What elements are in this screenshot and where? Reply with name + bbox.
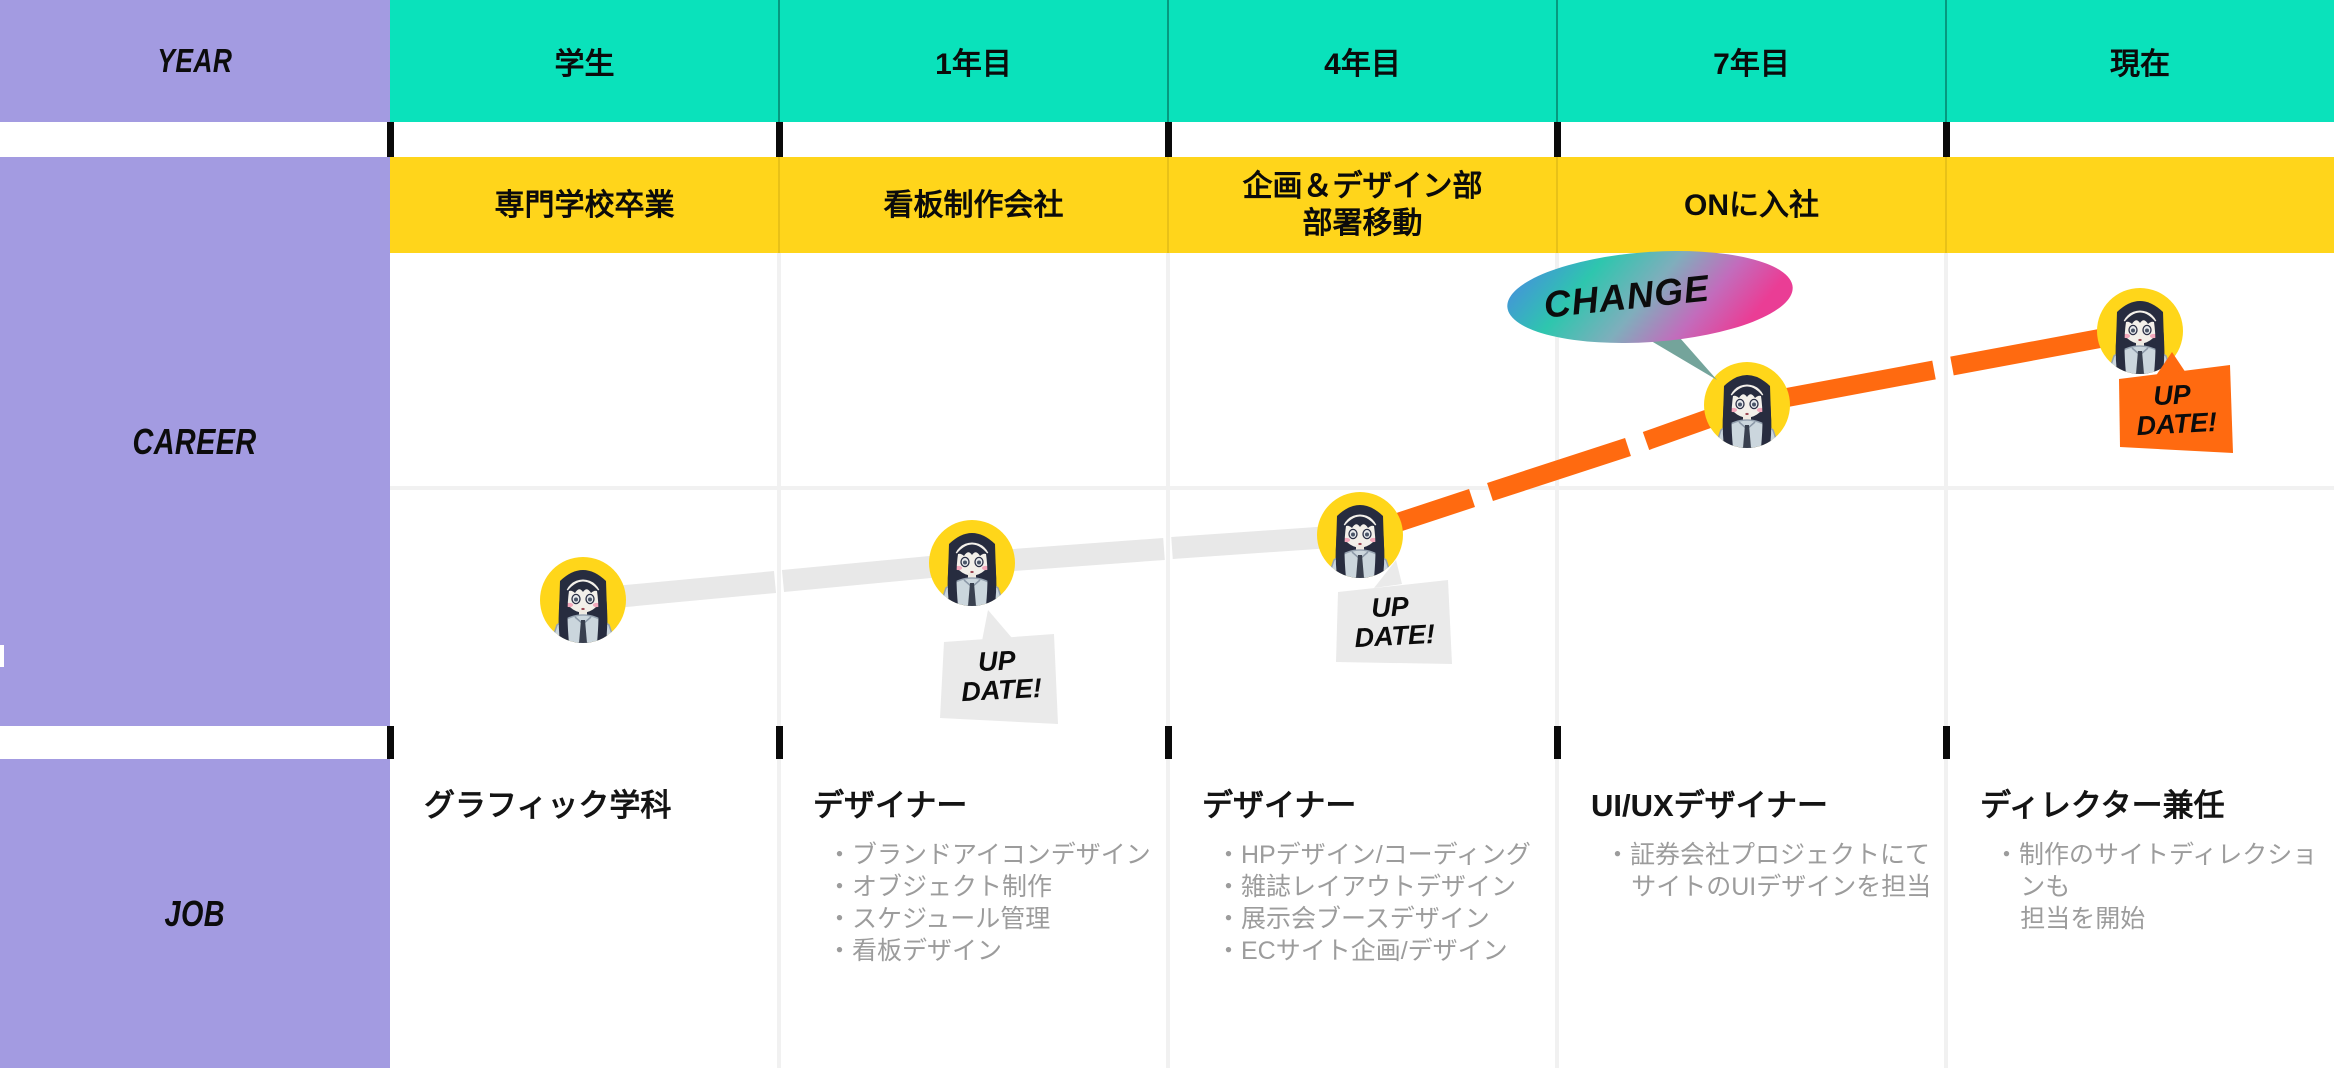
year-col-4: 4年目: [1168, 0, 1557, 122]
milestone-separator: [1556, 157, 1558, 253]
column-divider: [1944, 253, 1948, 726]
job-entry-now: ディレクター兼任 ・制作のサイトディレクションも 担当を開始: [1980, 780, 2330, 935]
year-col-student: 学生: [390, 0, 779, 122]
bubble-body: [1336, 580, 1452, 664]
gap-tick: [387, 122, 394, 157]
job-bullet-list: ・HPデザイン/コーディング ・雑誌レイアウトデザイン ・展示会ブースデザイン …: [1202, 839, 1552, 967]
milestone-signage-company-label: 看板制作会社: [883, 188, 1064, 222]
column-divider: [1166, 253, 1170, 726]
job-bullet: ・展示会ブースデザイン: [1216, 905, 1490, 933]
header-separator: [778, 0, 780, 122]
year-header-cell: YEAR: [0, 0, 390, 122]
column-divider: [1555, 759, 1559, 1068]
gap-tick: [387, 726, 394, 759]
job-bullet: ・看板デザイン: [827, 937, 1003, 965]
job-bullet: ・ECサイト企画/デザイン: [1216, 937, 1508, 965]
milestone-graduation-label: 専門学校卒業: [494, 188, 675, 222]
bubble-tail: [1636, 332, 1717, 380]
career-sidebar-cell: CAREER: [0, 157, 390, 726]
bubble-body: [2119, 365, 2233, 453]
update-text: UP DATE!: [2134, 378, 2217, 441]
gap-tick: [1165, 122, 1172, 157]
year-col-7-label: 7年目: [1713, 48, 1790, 81]
year-col-4-label: 4年目: [1324, 48, 1401, 81]
job-title: デザイナー: [813, 788, 968, 823]
milestone-separator: [1945, 157, 1947, 253]
header-separator: [1556, 0, 1558, 122]
change-bubble: CHANGE: [1507, 251, 1793, 380]
year-col-7: 7年目: [1557, 0, 1946, 122]
avatar-year1: [929, 520, 1015, 606]
bubble-body: [1507, 251, 1793, 343]
milestone-dept-transfer: 企画＆デザイン部 部署移動: [1168, 157, 1557, 253]
update-bubble-year1: UP DATE!: [940, 610, 1058, 724]
gap-tick: [1554, 726, 1561, 759]
job-bullet: ・制作のサイトディレクションも 担当を開始: [1994, 841, 2318, 933]
column-divider: [1555, 253, 1559, 726]
header-separator: [1945, 0, 1947, 122]
bubble-body: [940, 634, 1058, 724]
avatar-year4: [1317, 492, 1403, 578]
milestone-graduation: 専門学校卒業: [390, 157, 779, 253]
milestone-dept-transfer-label: 企画＆デザイン部 部署移動: [1242, 170, 1483, 240]
year-label: YEAR: [157, 42, 233, 79]
job-bullet: ・オブジェクト制作: [827, 873, 1053, 901]
job-label: JOB: [164, 892, 226, 934]
column-divider: [1166, 759, 1170, 1068]
year-col-now-label: 現在: [2110, 48, 2170, 81]
update-bubble-now: UP DATE!: [2119, 352, 2233, 453]
gap-tick: [1943, 726, 1950, 759]
bubble-tail: [2155, 352, 2186, 377]
milestone-join-on-label: ONに入社: [1684, 188, 1819, 222]
job-bullet: ・証券会社プロジェクトにて サイトのUIデザインを担当: [1605, 841, 1932, 901]
year-col-1: 1年目: [779, 0, 1168, 122]
year-col-1-label: 1年目: [935, 48, 1012, 81]
job-entry-year7: UI/UXデザイナー ・証券会社プロジェクトにて サイトのUIデザインを担当: [1591, 780, 1941, 903]
avatar-year7: [1704, 362, 1790, 448]
column-divider: [777, 253, 781, 726]
job-title: ディレクター兼任: [1980, 788, 2225, 823]
job-title: デザイナー: [1202, 788, 1357, 823]
milestone-signage-company: 看板制作会社: [779, 157, 1168, 253]
career-midline: [390, 486, 2334, 490]
milestone-separator: [1167, 157, 1169, 253]
job-title: グラフィック学科: [424, 788, 672, 823]
column-divider: [777, 759, 781, 1068]
job-bullet-list: ・ブランドアイコンデザイン ・オブジェクト制作 ・スケジュール管理 ・看板デザイ…: [813, 839, 1163, 967]
milestone-separator: [778, 157, 780, 253]
job-sidebar-cell: JOB: [0, 759, 390, 1068]
gap-tick: [1554, 122, 1561, 157]
job-title: UI/UXデザイナー: [1591, 788, 1829, 823]
update-text: UP DATE!: [1352, 590, 1435, 653]
avatar-student: [540, 557, 626, 643]
job-bullet: ・雑誌レイアウトデザイン: [1216, 873, 1517, 901]
gap-tick: [1943, 122, 1950, 157]
header-separator: [1167, 0, 1169, 122]
year-col-now: 現在: [1946, 0, 2334, 122]
career-label: CAREER: [132, 420, 257, 462]
left-edge-mark: [0, 645, 4, 667]
job-bullet: ・ブランドアイコンデザイン: [827, 841, 1151, 869]
job-entry-year1: デザイナー ・ブランドアイコンデザイン ・オブジェクト制作 ・スケジュール管理 …: [813, 780, 1163, 967]
milestone-bar: [390, 157, 2334, 253]
job-bullet-list: ・証券会社プロジェクトにて サイトのUIデザインを担当: [1591, 839, 1941, 903]
update-text: UP DATE!: [959, 644, 1042, 707]
column-divider: [1944, 759, 1948, 1068]
job-bullet: ・HPデザイン/コーディング: [1216, 841, 1531, 869]
year-col-student-label: 学生: [554, 48, 615, 81]
gap-tick: [776, 122, 783, 157]
update-bubble-year4: UP DATE!: [1336, 560, 1452, 664]
job-bullet-list: ・制作のサイトディレクションも 担当を開始: [1980, 839, 2330, 935]
job-entry-student: グラフィック学科: [424, 780, 774, 839]
gap-tick: [776, 726, 783, 759]
bubble-tail: [982, 610, 1012, 641]
milestone-join-on: ONに入社: [1557, 157, 1946, 253]
job-entry-year4: デザイナー ・HPデザイン/コーディング ・雑誌レイアウトデザイン ・展示会ブー…: [1202, 780, 1552, 967]
bubble-tail: [1374, 560, 1402, 588]
gap-tick: [1165, 726, 1172, 759]
job-bullet: ・スケジュール管理: [827, 905, 1051, 933]
